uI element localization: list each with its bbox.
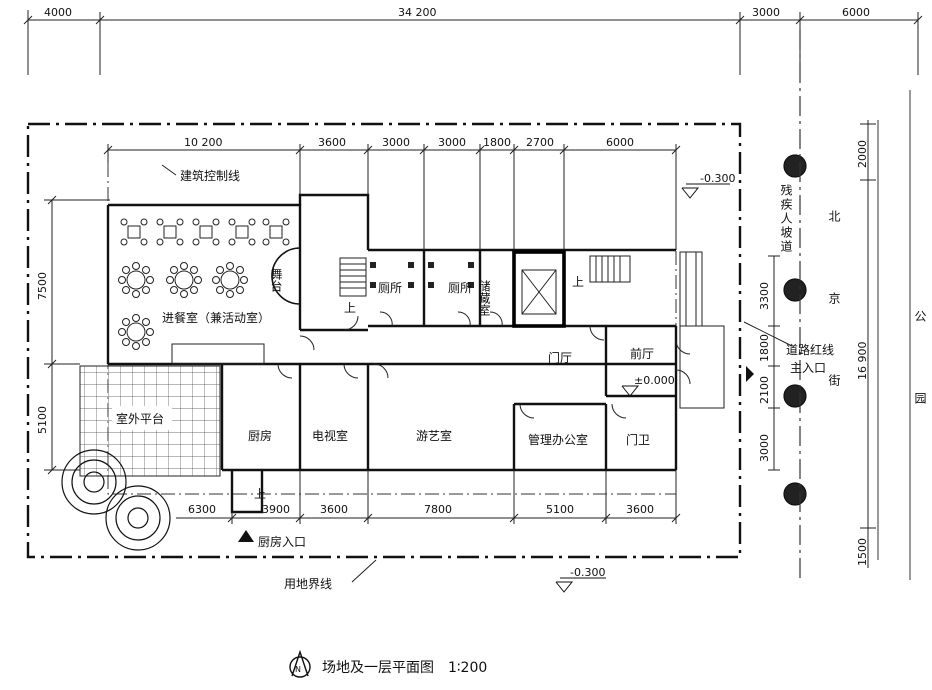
elevation-mark-top xyxy=(681,183,730,199)
site-line-label: 用地界线 xyxy=(284,577,332,591)
dim-right-2: 1800 xyxy=(758,334,771,362)
dim-bottom-3: 3600 xyxy=(320,503,348,516)
dim-bottom-1: 6300 xyxy=(188,503,216,516)
top-inner-dimension xyxy=(103,144,681,250)
dining-tables-round xyxy=(118,262,248,350)
kitchen-entrance-marker xyxy=(238,530,254,542)
top-outer-dimension xyxy=(23,10,923,75)
terrace-label-bg xyxy=(112,406,172,430)
building-walls xyxy=(106,193,678,514)
stage-platform xyxy=(271,247,301,305)
dim-top-outer-3: 3000 xyxy=(752,6,780,19)
dining-tables-square xyxy=(120,218,290,246)
dim-top-inner-4: 3000 xyxy=(438,136,466,149)
stair-left xyxy=(339,257,367,297)
room-foyer: 前厅 xyxy=(630,346,654,361)
terrace-label: 室外平台 xyxy=(116,411,164,426)
stair-up-label-3: 上 xyxy=(254,487,266,501)
dim-top-inner-2: 3600 xyxy=(318,136,346,149)
dim-right-1: 3300 xyxy=(758,282,771,310)
room-dining: 进餐室（兼活动室） xyxy=(162,310,270,325)
room-game: 游艺室 xyxy=(416,428,452,443)
dim-left-1: 7500 xyxy=(36,272,49,300)
room-hall: 门厅 xyxy=(548,350,572,365)
dim-top-inner-1: 10 200 xyxy=(184,136,223,149)
elevation-bottom: -0.300 xyxy=(570,566,605,579)
dim-top-inner-3: 3000 xyxy=(382,136,410,149)
dim-far-right-2: 16 900 xyxy=(856,342,869,381)
trees-landscape xyxy=(61,449,171,551)
stair-right xyxy=(589,255,631,283)
drawing-title: 场地及一层平面图 1∶200 xyxy=(322,660,487,676)
elevation-lobby: ±0.000 xyxy=(634,374,675,387)
site-boundary-line xyxy=(26,122,742,559)
room-storage: 储藏室 xyxy=(477,279,491,316)
park-label: 公园 xyxy=(913,310,927,474)
serving-counter xyxy=(171,343,265,365)
dim-right-4: 3000 xyxy=(758,434,771,462)
stair-up-label-2: 上 xyxy=(572,275,584,289)
elevation-top-right: -0.300 xyxy=(700,172,735,185)
dim-far-right-1: 2000 xyxy=(856,140,869,168)
dim-bottom-4: 7800 xyxy=(424,503,452,516)
elevator-shaft xyxy=(512,250,566,328)
toilet-fixtures xyxy=(370,262,474,288)
elevation-mark-lobby xyxy=(621,385,640,397)
dim-bottom-5: 5100 xyxy=(546,503,574,516)
ramp-label: 残疾人坡道 xyxy=(779,184,793,254)
room-wc-2: 厕所 xyxy=(448,281,472,295)
dim-bottom-2: 3900 xyxy=(262,503,290,516)
dim-top-inner-7: 6000 xyxy=(606,136,634,149)
stair-up-label-1: 上 xyxy=(344,301,356,315)
door-swings xyxy=(277,311,691,419)
elevation-mark-bottom xyxy=(555,577,606,593)
building-line-leader xyxy=(161,164,177,176)
site-line-leader xyxy=(351,559,377,583)
accessible-ramp xyxy=(679,251,725,409)
north-arrow-icon: N xyxy=(289,649,311,678)
room-tv: 电视室 xyxy=(312,428,348,443)
svg-text:N: N xyxy=(295,665,301,674)
far-right-dimension xyxy=(860,120,876,568)
main-entrance-marker xyxy=(746,366,754,382)
dim-top-inner-5: 1800 xyxy=(483,136,511,149)
dim-top-inner-6: 2700 xyxy=(526,136,554,149)
left-dimension xyxy=(44,195,110,475)
room-guard: 门卫 xyxy=(626,432,650,447)
room-office: 管理办公室 xyxy=(528,432,588,447)
dim-top-outer-4: 6000 xyxy=(842,6,870,19)
dim-bottom-6: 3600 xyxy=(626,503,654,516)
room-kitchen: 厨房 xyxy=(248,428,272,443)
road-red-line-label: 道路红线 xyxy=(786,342,834,357)
dim-right-3: 2100 xyxy=(758,376,771,404)
main-entrance-label: 主入口 xyxy=(790,361,826,375)
dim-left-2: 5100 xyxy=(36,406,49,434)
road-line-leader xyxy=(743,321,793,347)
bottom-dimension xyxy=(176,470,681,524)
kitchen-entrance-label: 厨房入口 xyxy=(258,534,306,549)
stage-label-text: 舞台 xyxy=(269,268,283,292)
building-control-line-label: 建筑控制线 xyxy=(180,168,240,183)
elevator-cross-2 xyxy=(521,269,557,315)
street-label: 北京街 xyxy=(827,210,841,456)
right-dimension xyxy=(768,255,780,471)
elevator-car xyxy=(521,269,557,315)
dim-far-right-3: 1500 xyxy=(856,538,869,566)
room-wc-1: 厕所 xyxy=(378,281,402,295)
dim-top-outer-2: 34 200 xyxy=(398,6,437,19)
dim-top-outer-1: 4000 xyxy=(44,6,72,19)
